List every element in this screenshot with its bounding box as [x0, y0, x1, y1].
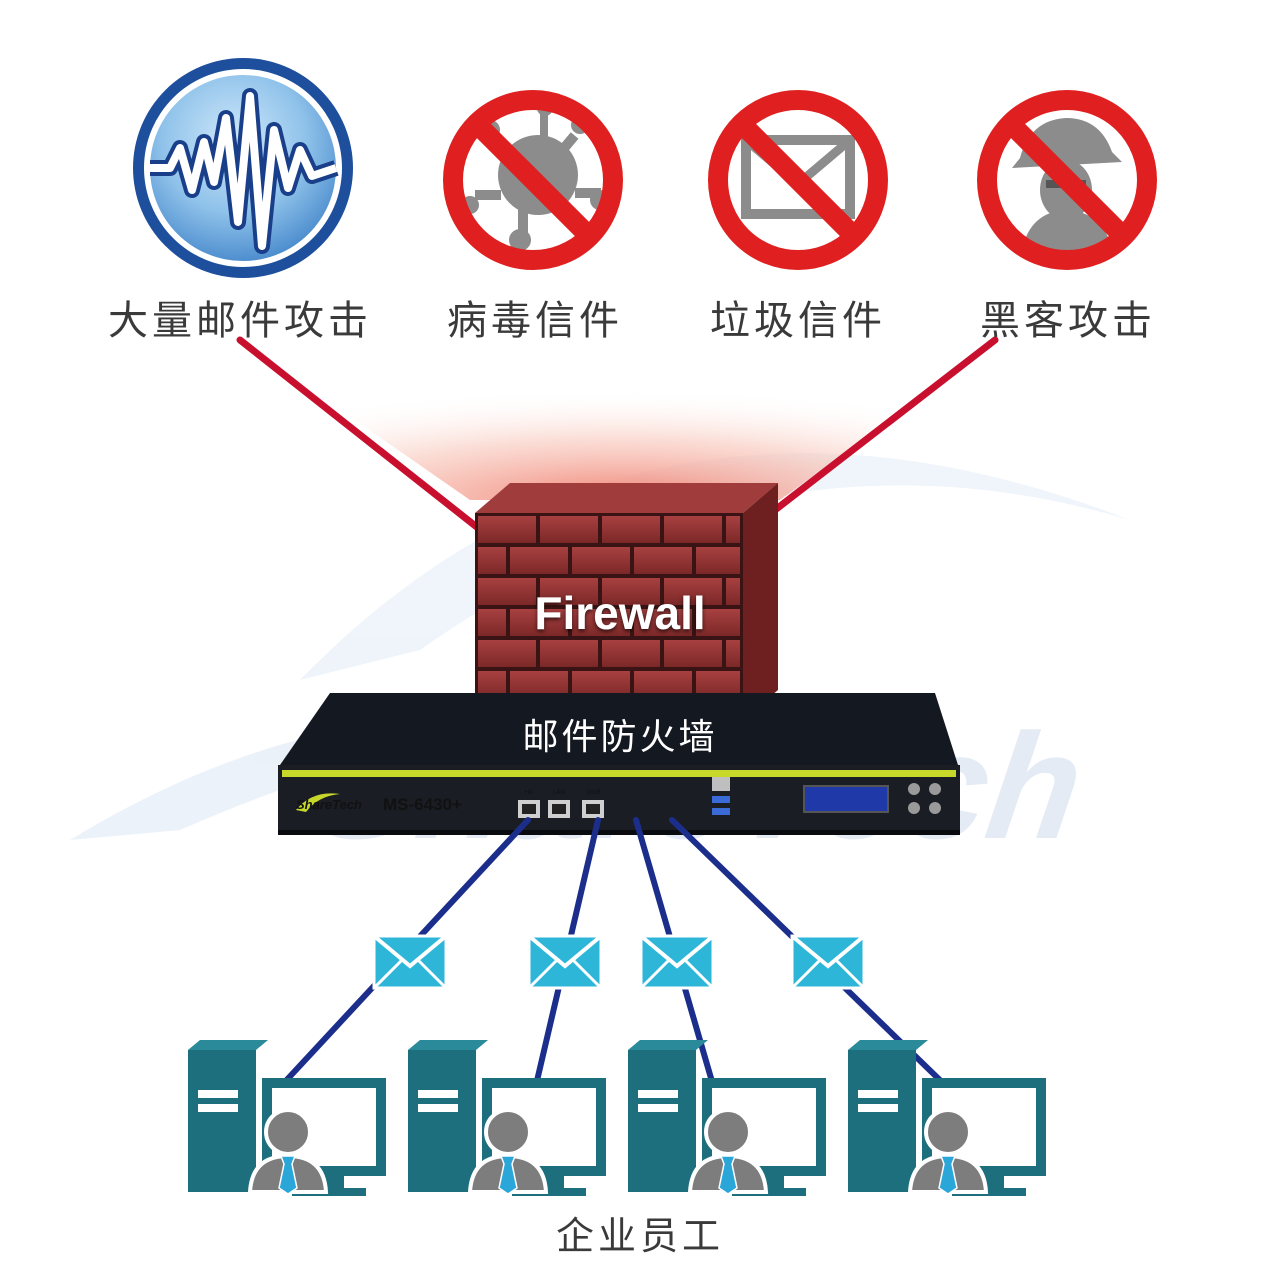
threat-label-virus: 病毒信件	[447, 298, 623, 344]
threat-label-hacker: 黑客攻击	[980, 298, 1156, 344]
port-label-10gb: 10GB	[585, 790, 601, 796]
firewall-label: Firewall	[534, 587, 706, 639]
mail-icon	[639, 934, 715, 990]
threat-label-mass-mail: 大量邮件攻击	[108, 298, 372, 344]
device-model: MS-6430+	[383, 795, 462, 814]
employees-label: 企业员工	[555, 1214, 724, 1258]
virus-icon	[443, 90, 623, 270]
port-label-lan: LAN	[553, 790, 565, 796]
threat-glow	[240, 340, 1000, 500]
mail-icon	[790, 934, 866, 990]
employee-computer	[628, 1040, 826, 1196]
mail-icon	[527, 934, 603, 990]
device-title: 邮件防火墙	[522, 717, 718, 758]
employee-computer	[848, 1040, 1046, 1196]
mail-icon	[372, 934, 448, 990]
wave-icon	[133, 58, 353, 278]
hacker-icon	[977, 90, 1157, 270]
lcd-display	[803, 785, 889, 813]
network-ports	[518, 777, 730, 818]
threat-line-left	[236, 336, 482, 532]
device-brand: ShareTech	[296, 797, 362, 812]
firewall-appliance	[278, 693, 960, 835]
control-buttons	[908, 783, 941, 814]
port-label-ha: HA	[524, 790, 534, 796]
threat-label-spam: 垃圾信件	[710, 298, 886, 344]
threat-line-right	[771, 336, 999, 514]
sharetech-logo-mark	[296, 793, 340, 812]
envelope-icon	[708, 90, 888, 270]
employee-computer	[188, 1040, 386, 1196]
employee-computer	[408, 1040, 606, 1196]
